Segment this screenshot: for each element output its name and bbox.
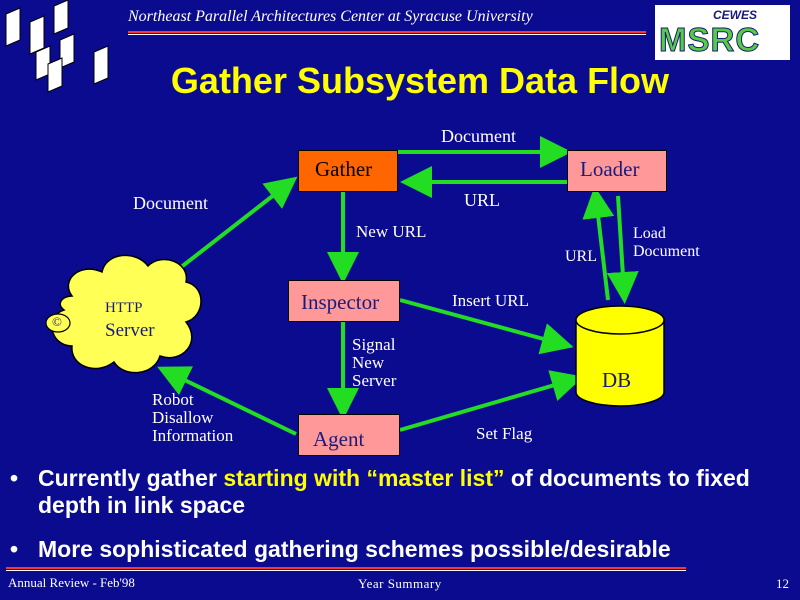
agent-node: Agent [298,414,400,456]
db-cylinder [575,305,665,407]
arrow-agent-to-server [157,366,297,436]
label-information: Information [152,426,234,445]
footer-page-number: 12 [776,576,789,591]
label-document-top: Document [441,126,516,146]
server-label: Server [105,320,155,341]
gather-node: Gather [298,150,398,192]
bullet-1: • Currently gather starting with “master… [10,465,790,521]
footer-rule [6,567,686,569]
arrow-loader-to-db [606,195,639,304]
label-new: New [352,353,385,372]
arrow-server-to-gather [178,176,298,270]
bullet-2: • More sophisticated gathering schemes p… [10,536,790,564]
arrow-inspector-to-db [399,298,574,355]
label-load-document: Document [633,243,700,260]
cewes-msrc-logo: CEWES MSRC [655,5,790,60]
db-label: DB [602,368,632,392]
label-disallow: Disallow [152,408,214,427]
header-rule-white [128,34,646,35]
server-http-label: HTTP [105,300,143,316]
bullet-1-part-3: of documents to fixed depth in link spac… [38,465,750,518]
label-server: Server [352,371,397,390]
bullet-1-text: Currently gather starting with “master l… [38,465,788,519]
label-url-right: URL [565,248,597,265]
loader-node: Loader [567,150,667,192]
slide-title: Gather Subsystem Data Flow [170,60,670,101]
label-set-flag: Set Flag [476,424,533,443]
decorative-cubes-icon [5,0,109,93]
logo-msrc-text: MSRC [659,21,761,58]
server-cloud [51,254,202,374]
label-url-top: URL [464,190,500,210]
bullet-dot-icon: • [10,536,19,562]
footer-center: Year Summary [358,576,442,591]
copyright-icon: © [52,314,62,329]
logo-cewes-text: CEWES [713,8,773,22]
label-insert-url: Insert URL [452,291,529,310]
bullet-2-text: More sophisticated gathering schemes pos… [38,536,671,562]
footer-rule-white [6,570,686,571]
header-rule [128,31,646,33]
footer-left: Annual Review - Feb'98 [8,575,135,590]
bullet-dot-icon: • [10,465,19,491]
label-document-left: Document [133,193,208,213]
label-new-url: New URL [356,222,427,241]
label-load: Load [633,225,666,242]
inspector-node: Inspector [288,280,400,322]
bullet-1-highlight: starting with “master list” [223,465,505,491]
bullet-1-part-1: Currently gather [38,465,224,491]
label-robot: Robot [152,390,194,409]
arrow-db-to-loader [582,186,615,301]
arrow-agent-to-db [399,370,584,432]
header-institution: Northeast Parallel Architectures Center … [128,8,533,25]
label-signal: Signal [352,335,396,354]
